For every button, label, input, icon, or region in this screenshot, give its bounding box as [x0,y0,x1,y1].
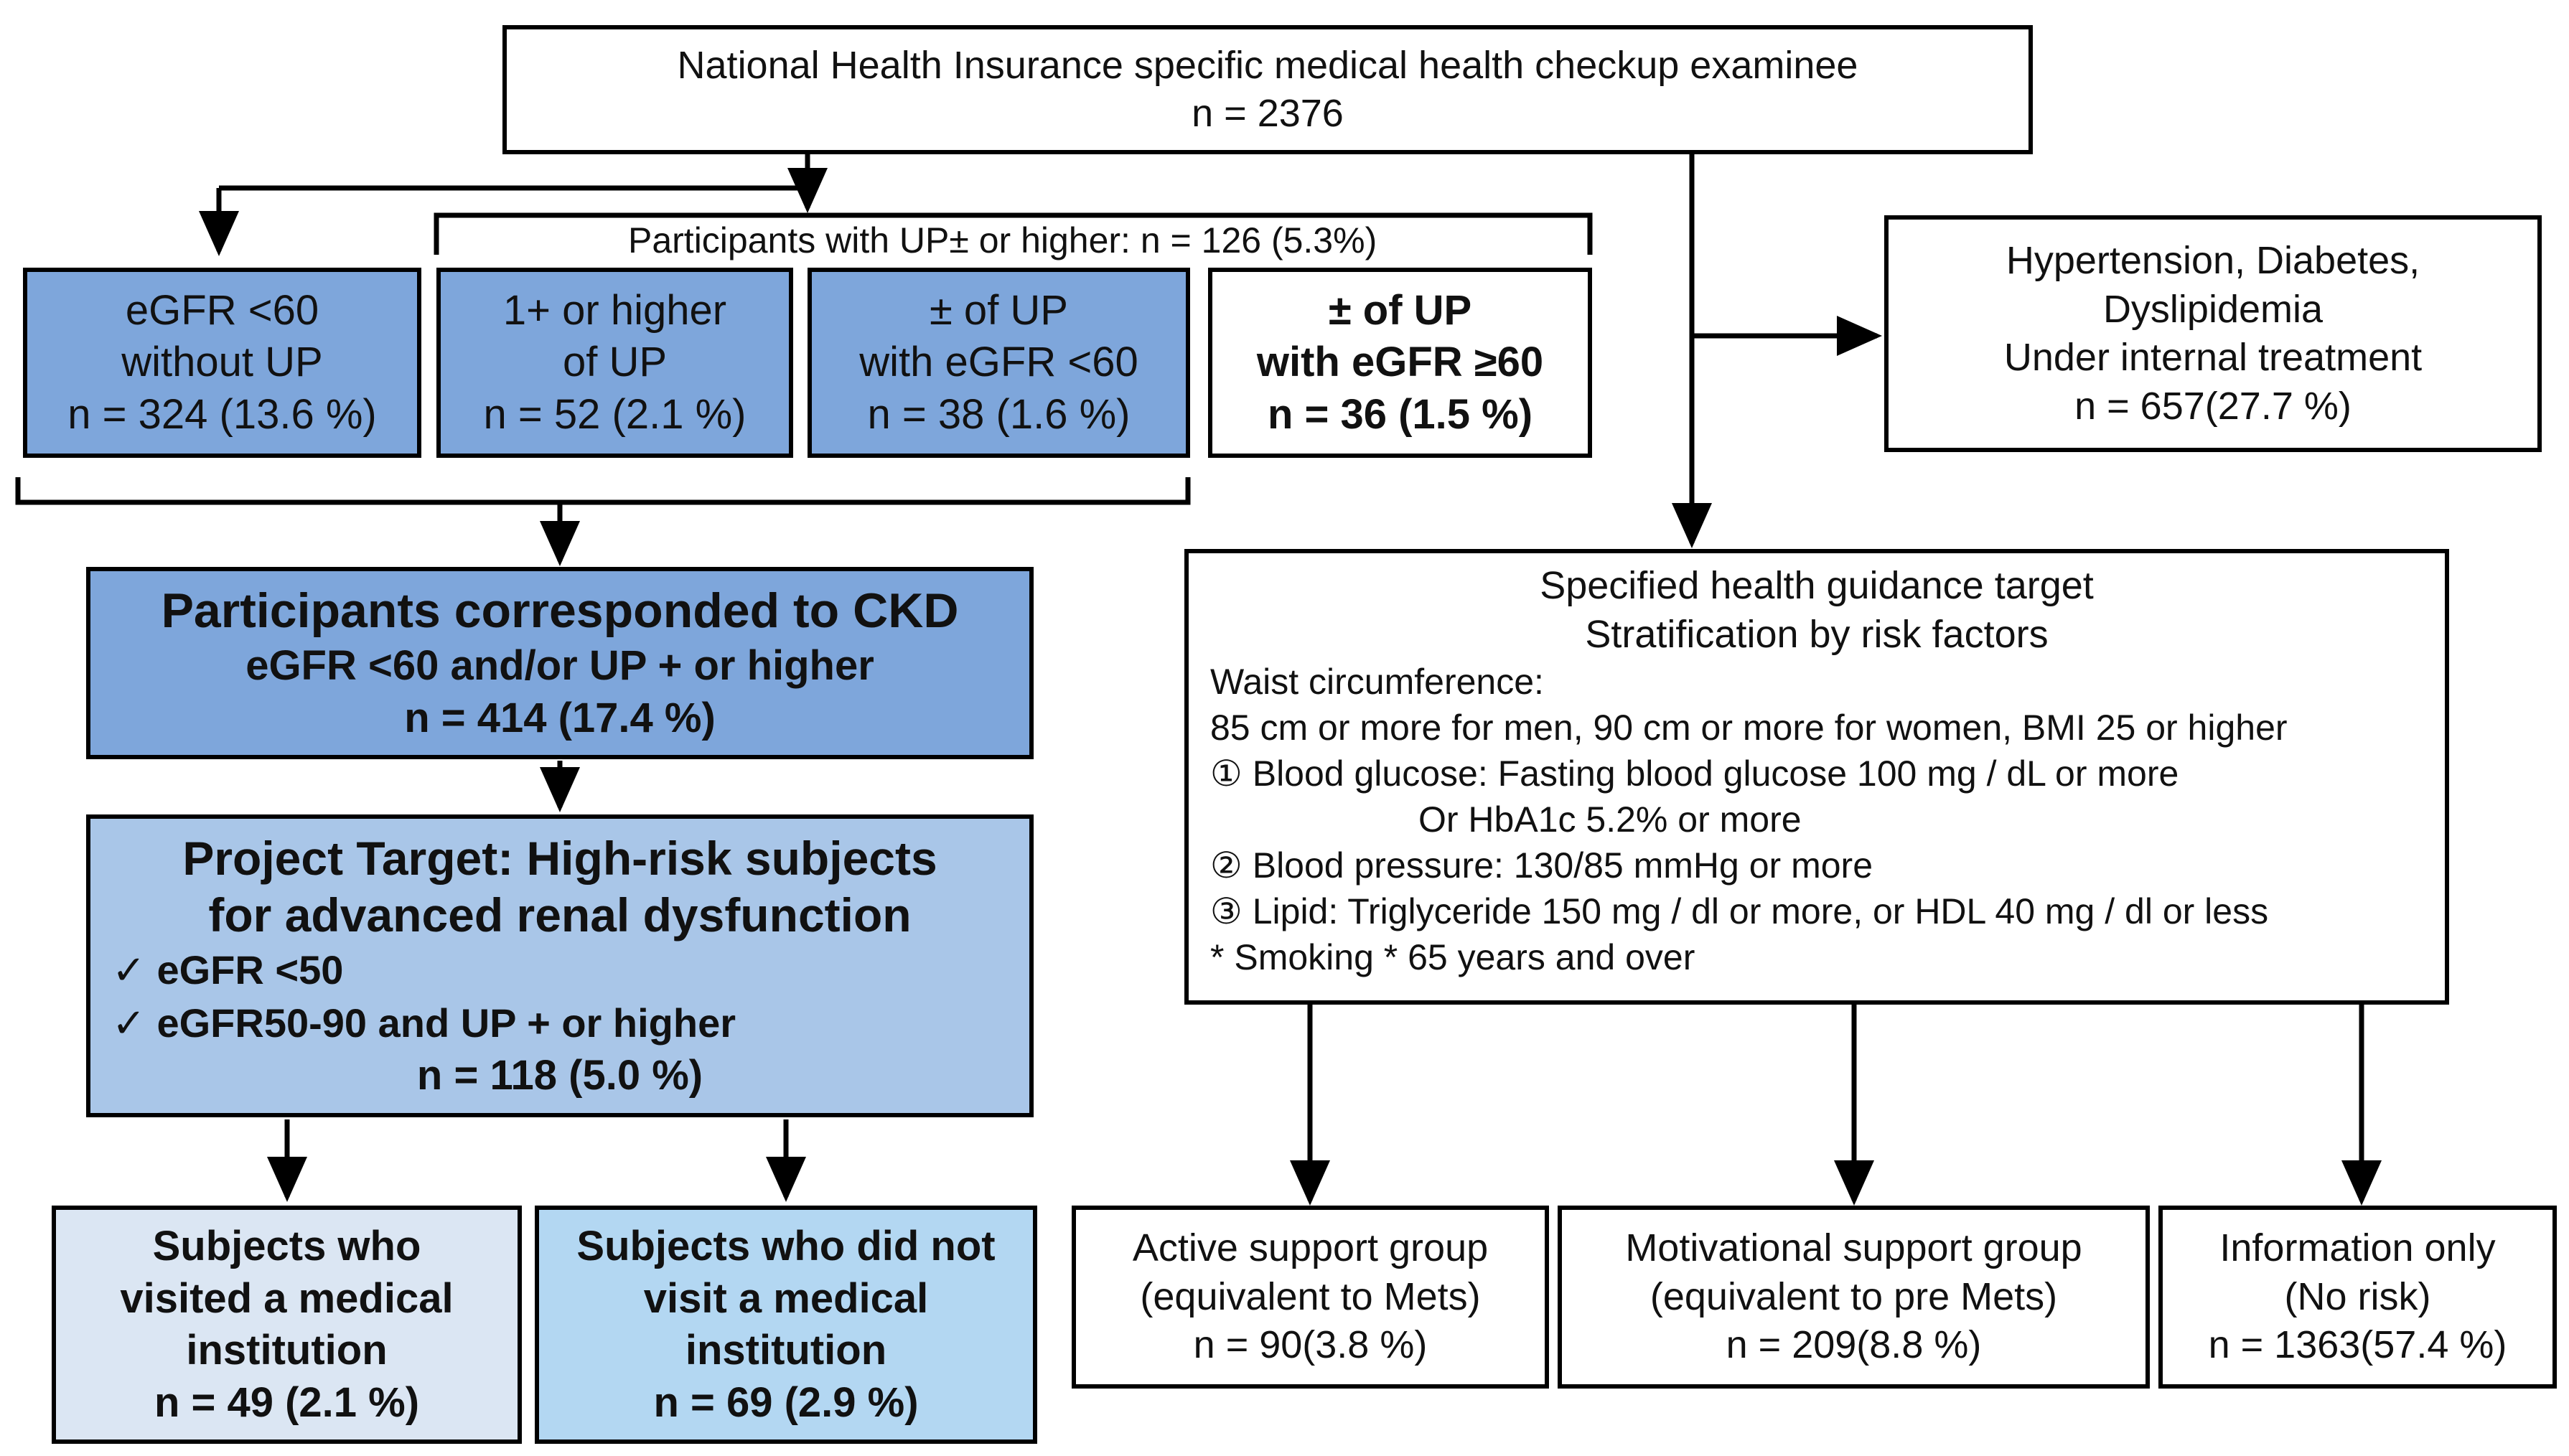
up-pm-egfr-low-line1: ± of UP [929,286,1068,334]
ckd-bracket [15,477,1191,505]
checkup-examinee-count: n = 2376 [1192,92,1344,135]
guidance-line-blood-pressure: ② Blood pressure: 130/85 mmHg or more [1210,845,1873,886]
ckd-subtitle: eGFR <60 and/or UP + or higher [245,642,874,690]
active-support-count: n = 90(3.8 %) [1193,1323,1428,1367]
project-target-box: Project Target: High-risk subjects for a… [86,814,1034,1117]
egfr-without-up-line2: without UP [121,339,323,386]
not-visited-line1: Subjects who did not [576,1223,996,1269]
target-criterion-1: ✓ eGFR <50 [112,947,344,992]
up-1plus-line2: of UP [562,339,668,386]
internal-treatment-line2: Dyslipidemia [2102,287,2324,331]
ckd-title: Participants corresponded to CKD [161,583,959,638]
active-support-group-box: Active support group (equivalent to Mets… [1072,1206,1549,1389]
active-support-line2: (equivalent to Mets) [1140,1274,1481,1318]
target-title-line1: Project Target: High-risk subjects [182,831,937,885]
up-1plus-box: 1+ or higher of UP n = 52 (2.1 %) [436,268,793,458]
guidance-criteria: Waist circumference: 85 cm or more for m… [1189,659,2445,980]
egfr-without-up-line1: eGFR <60 [125,286,319,334]
up-pm-egfr-high-count: n = 36 (1.5 %) [1267,390,1533,438]
up-pm-egfr-high-box: ± of UP with eGFR ≥60 n = 36 (1.5 %) [1208,268,1592,458]
up-pm-egfr-high-line1: ± of UP [1328,286,1472,334]
information-only-line2: (No risk) [2284,1274,2431,1318]
visited-line1: Subjects who [152,1223,421,1269]
visited-count: n = 49 (2.1 %) [154,1378,420,1426]
up-pm-egfr-low-line2: with eGFR <60 [859,339,1138,386]
egfr-without-up-box: eGFR <60 without UP n = 324 (13.6 %) [23,268,421,458]
not-visited-count: n = 69 (2.9 %) [653,1378,919,1426]
motivational-support-count: n = 209(8.8 %) [1726,1323,1982,1367]
guidance-line-waist: Waist circumference: [1210,662,1544,702]
internal-treatment-count: n = 657(27.7 %) [2074,384,2352,428]
not-visited-line3: institution [685,1327,887,1373]
internal-treatment-box: Hypertension, Diabetes, Dyslipidemia Und… [1884,215,2542,452]
target-criterion-2: ✓ eGFR50-90 and UP + or higher [112,1000,736,1046]
guidance-line-hba1c: Or HbA1c 5.2% or more [1418,799,1802,840]
information-only-line1: Information only [2219,1226,2496,1270]
guidance-line-bmi: 85 cm or more for men, 90 cm or more for… [1210,708,2288,748]
visited-line3: institution [186,1327,388,1373]
internal-treatment-line1: Hypertension, Diabetes, [2006,239,2420,282]
up-pm-egfr-high-line2: with eGFR ≥60 [1256,339,1544,386]
motivational-support-line1: Motivational support group [1625,1226,2082,1270]
internal-treatment-line3: Under internal treatment [2003,336,2423,379]
guidance-line-smoking-age: * Smoking * 65 years and over [1210,937,1695,977]
checkup-examinee-box: National Health Insurance specific medic… [502,25,2033,154]
motivational-support-line2: (equivalent to pre Mets) [1650,1274,2058,1318]
guidance-title-line2: Stratification by risk factors [1585,612,2049,656]
up-pm-egfr-low-box: ± of UP with eGFR <60 n = 38 (1.6 %) [808,268,1190,458]
guidance-title-line1: Specified health guidance target [1540,564,2094,607]
ckd-participants-box: Participants corresponded to CKD eGFR <6… [86,567,1034,759]
not-visited-institution-box: Subjects who did not visit a medical ins… [535,1206,1037,1444]
egfr-without-up-count: n = 324 (13.6 %) [67,390,377,438]
up-1plus-count: n = 52 (2.1 %) [483,390,747,438]
target-title-line2: for advanced renal dysfunction [208,888,912,941]
information-only-count: n = 1363(57.4 %) [2208,1323,2507,1367]
motivational-support-group-box: Motivational support group (equivalent t… [1558,1206,2150,1389]
health-guidance-box: Specified health guidance target Stratif… [1184,549,2449,1005]
guidance-line-lipid: ③ Lipid: Triglyceride 150 mg / dl or mor… [1210,891,2269,931]
ckd-count: n = 414 (17.4 %) [404,694,716,741]
guidance-line-glucose: ① Blood glucose: Fasting blood glucose 1… [1210,753,2179,794]
up-bracket [434,212,1593,255]
not-visited-line2: visit a medical [643,1274,929,1322]
checkup-examinee-title: National Health Insurance specific medic… [677,43,1858,87]
up-1plus-line1: 1+ or higher [502,286,727,334]
target-count: n = 118 (5.0 %) [416,1051,703,1099]
information-only-group-box: Information only (No risk) n = 1363(57.4… [2158,1206,2557,1389]
up-bracket-label: Participants with UP± or higher: n = 126… [628,220,1377,260]
up-pm-egfr-low-count: n = 38 (1.6 %) [867,390,1131,438]
visited-institution-box: Subjects who visited a medical instituti… [52,1206,522,1444]
visited-line2: visited a medical [120,1274,454,1322]
active-support-line1: Active support group [1132,1226,1489,1270]
